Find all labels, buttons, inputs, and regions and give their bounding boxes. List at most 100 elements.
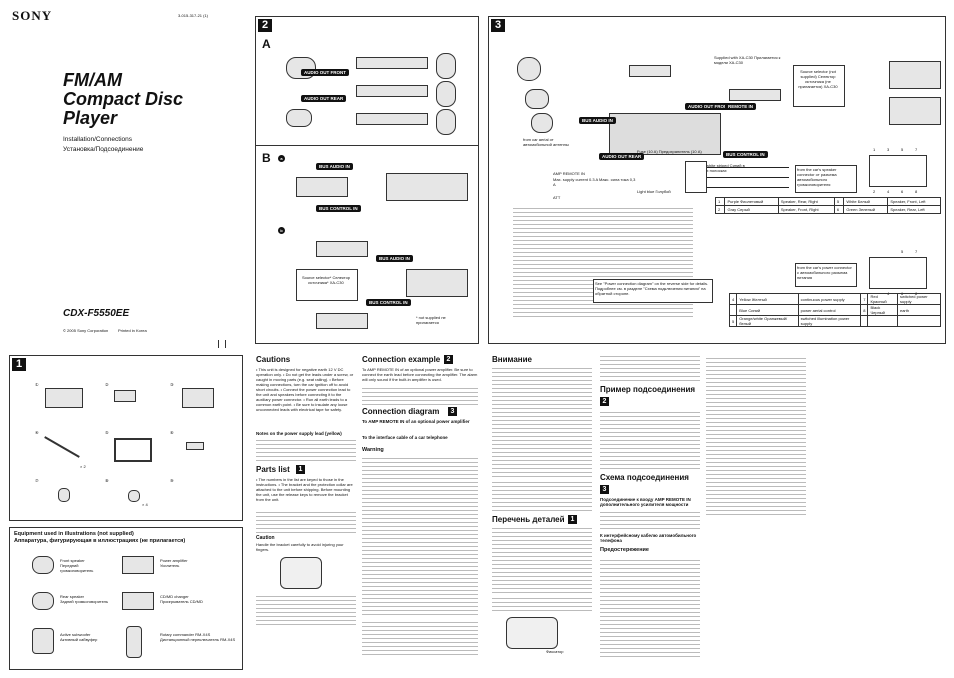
part-5-num: ⑤ <box>105 430 109 435</box>
from-speaker-connector: from the car's speaker connector от разъ… <box>797 167 837 187</box>
cautions-footnote <box>256 595 356 625</box>
cd-changer-illustration <box>386 173 468 201</box>
rca-cable-sub <box>356 113 428 125</box>
amp-remote-in-label: AMP REMOTE IN <box>553 171 585 176</box>
russian-col3-text <box>706 355 806 515</box>
cell: switched power supply <box>896 293 942 305</box>
not-supplied-note: * not supplied не прилагается <box>416 315 446 325</box>
part-4-num: ④ <box>35 430 39 435</box>
connection-example-text: To AMP REMOTE IN of an optional power am… <box>362 367 478 382</box>
part-7-num: ⑦ <box>35 478 39 483</box>
printed-in: Printed in Korea <box>118 328 147 333</box>
diagram-item-a: To AMP REMOTE IN of an optional power am… <box>362 419 470 424</box>
equip-cd-changer-en: CD/MD changer <box>160 594 189 599</box>
russian-scheme-title: Схема подсоединения <box>600 473 689 482</box>
cell: 2 <box>714 205 726 214</box>
title-line-3: Player <box>63 108 118 128</box>
russian-parts-title: Перечень деталей <box>492 515 565 524</box>
power-connector-note-box <box>795 263 857 287</box>
part-6-num: ⑥ <box>170 430 174 435</box>
russian-parts-text <box>492 527 592 593</box>
pin-label-2: 2 <box>873 189 876 194</box>
bus-control-in-label-b2: BUS CONTROL IN <box>366 299 411 306</box>
diagram-item-b: To the interface cable of a car telephon… <box>362 435 448 440</box>
cell: Speaker, Front, Left <box>887 197 941 206</box>
pin-label-8: 8 <box>915 189 918 194</box>
rear-speaker-illustration <box>286 109 312 127</box>
russian-parts-text-2 <box>492 597 592 611</box>
equip-rear-speaker-ru: Задний громкоговоритель <box>60 599 109 604</box>
cell: Orange/white Оранжевый/белый <box>736 315 799 327</box>
cell: earth <box>896 304 942 316</box>
warning-title: Warning <box>362 447 384 453</box>
changer-right <box>406 269 468 297</box>
part-8-screw <box>128 490 140 502</box>
russian-example-text <box>600 409 700 469</box>
cell <box>867 315 898 327</box>
subtitle-ru: Установка/Подсоединение <box>63 146 144 153</box>
cell <box>728 304 738 316</box>
part-5-frame <box>114 438 152 462</box>
front-speaker-icon <box>32 556 54 574</box>
part-1-bracket <box>45 388 83 408</box>
from-power-connector: from the car's power connector с автомоб… <box>797 265 852 280</box>
section-2-panel: 2 A AUDIO OUT FRONT AUDIO OUT REAR B a B… <box>255 16 479 344</box>
power-amp-icon <box>122 556 154 574</box>
cell: Yellow Желтый <box>736 293 799 305</box>
connector-pins-bottom: 5 7 4 6 8 <box>869 249 929 299</box>
pin-label-7: 7 <box>915 147 918 152</box>
caution-illustration <box>280 557 322 589</box>
part-7-bolt <box>58 488 70 502</box>
cautions-column: Cautions • This unit is designed for neg… <box>256 355 356 670</box>
part-3-cable <box>182 388 214 408</box>
russian-column-3 <box>706 355 806 670</box>
speaker-wire-table: 1 Purple Фиолетовый Speaker, Rear, Right… <box>714 197 941 214</box>
model-number: CDX-F5550EE <box>63 308 130 319</box>
qty-x4: × 4 <box>142 502 148 507</box>
light-blue-label: Light blue Голубой <box>637 189 671 194</box>
part-1-num: ① <box>35 382 39 387</box>
qty-x2: × 2 <box>80 464 86 469</box>
sub-b-b-icon: b <box>278 227 285 234</box>
section-divider <box>256 145 478 146</box>
source-selector-box-3 <box>793 65 845 107</box>
cell: 7 <box>860 293 869 305</box>
connection-column: Connection example 2 To AMP REMOTE IN of… <box>362 355 480 670</box>
pin-label-5: 5 <box>901 147 904 152</box>
source-selector-box-label: Source selector (not supplied) Селектор … <box>798 69 838 89</box>
equip-cd-changer-ru: Проигрыватель CD/MD <box>160 599 203 604</box>
equip-power-amp-ru: Усилитель <box>160 563 180 568</box>
changer-bottom <box>316 313 368 329</box>
wire-bundle-3 <box>689 187 789 188</box>
margin-marks <box>218 340 226 348</box>
power-diagram-note: See "Power connection diagram" on the re… <box>595 281 709 296</box>
max-current-label: Max. supply current 0.3 A Макс. сила ток… <box>553 177 636 187</box>
bus-audio-in-label-b2: BUS AUDIO IN <box>376 255 413 262</box>
part-number: 3-015-317-21 (1) <box>178 13 209 18</box>
russian-caution-title: Предостережение <box>600 547 649 553</box>
cell <box>860 315 869 327</box>
rca-plugs-right <box>729 89 781 101</box>
copyright: © 2005 Sony Corporation <box>63 328 109 333</box>
wire-bundle-1 <box>689 167 789 168</box>
russian-column-2: Пример подсоединения 2 Схема подсоединен… <box>600 355 700 670</box>
fixator-illustration <box>506 617 558 649</box>
section-1-panel: 1 ① ② ③ ④ × 2 ⑤ ⑥ ⑦ ⑧ × 4 ⑨ <box>9 355 243 521</box>
brand-logo: SONY <box>12 8 53 23</box>
rca-cable-front <box>356 57 428 69</box>
cell: Speaker, Front, Right <box>777 205 835 214</box>
connector-pins-top: 1 3 5 7 2 4 6 8 <box>869 147 929 197</box>
audio-out-rear-label: AUDIO OUT REAR <box>301 95 347 102</box>
russian-column-1: Внимание Перечень деталей 1 Фиксатор <box>492 355 592 670</box>
table-row: 1 Purple Фиолетовый Speaker, Rear, Right… <box>714 197 941 206</box>
cell: Black Черный <box>867 304 898 316</box>
cd-changer-icon <box>122 592 154 610</box>
speaker-right-c <box>436 109 456 135</box>
equipment-title-en: Equipment used in illustrations (not sup… <box>14 531 134 537</box>
cell: 5 <box>833 197 845 206</box>
pin-label-6: 6 <box>901 189 904 194</box>
caution-title: Caution <box>256 535 275 541</box>
power-note-box <box>593 279 713 303</box>
fixator-label: Фиксатор <box>546 649 564 654</box>
equip-rotary-en: Rotary commander RM-X4S <box>160 632 211 637</box>
